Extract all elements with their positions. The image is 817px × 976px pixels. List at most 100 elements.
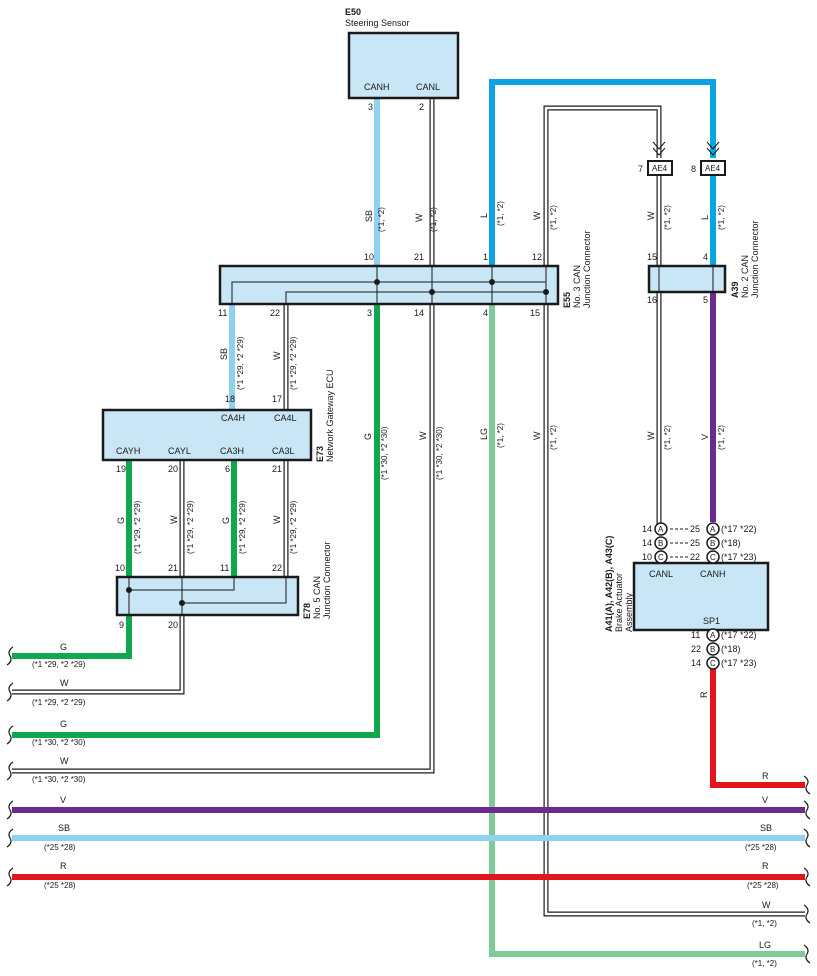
- svg-text:(*1, *2): (*1, *2): [496, 423, 505, 448]
- brake-bottom-note-a: (*17 *22): [721, 630, 757, 640]
- brake-bottom-letter-a: A: [710, 631, 716, 640]
- e73-pin20: 20: [168, 464, 178, 474]
- a39-code: A39: [730, 281, 740, 298]
- e78-pin21: 21: [168, 563, 178, 573]
- svg-text:(*1, *2): (*1, *2): [377, 207, 386, 232]
- svg-text:G: G: [221, 517, 231, 524]
- wire-w-e55-ae4-inner: [544, 106, 661, 266]
- e78-pin20: 20: [168, 620, 178, 630]
- wire-label-l-e55: L (*1, *2): [479, 201, 505, 226]
- svg-text:W: W: [646, 431, 656, 440]
- brake-top-left-a: 14: [642, 524, 652, 534]
- wire-g-e78-lead1: [12, 615, 132, 659]
- e73-pin-cayl: CAYL: [168, 446, 191, 456]
- e73-pin-ca3h: CA3H: [220, 446, 244, 456]
- svg-text:(*1, *2): (*1, *2): [496, 201, 505, 226]
- brake-top-left-b: 14: [642, 538, 652, 548]
- brake-bottom-row-a: 11 A (*17 *22): [691, 628, 757, 642]
- wire-label-w-e73-21: W (*1 *29, *2 *29): [272, 500, 298, 554]
- e55-code: E55: [562, 292, 572, 308]
- svg-text:L: L: [479, 213, 489, 218]
- e78-junction-connector: 10 21 11 22 9 20 E78 No. 5 CAN Junction …: [115, 541, 332, 630]
- brake-top-row-b: 14 B 25 B (*18): [642, 536, 741, 550]
- bus-r-note-right: (*25 *28): [747, 881, 779, 890]
- svg-text:G: G: [363, 433, 373, 440]
- bus-sb-label-left: SB: [58, 823, 70, 833]
- bus-v-label-left: V: [60, 795, 66, 805]
- ae4-pin7: 7: [638, 164, 643, 174]
- brake-top-left-c: 10: [642, 552, 652, 562]
- right-lead-w-note: (*1, *2): [752, 919, 777, 928]
- left-lead-3-color: G: [60, 719, 67, 729]
- svg-text:(*1 *30, *2 *30): (*1 *30, *2 *30): [380, 426, 389, 480]
- e55-pin4: 4: [483, 308, 488, 318]
- brake-top-note-c: (*17 *23): [721, 552, 757, 562]
- e73-pin-cayh: CAYH: [116, 446, 140, 456]
- wire-label-w-e50: W (*1, *2): [414, 207, 438, 232]
- right-lead-lg-note: (*1, *2): [752, 959, 777, 968]
- brake-bottom-note-c: (*17 *23): [721, 658, 757, 668]
- brake-bottom-num-a: 11: [691, 630, 700, 640]
- svg-text:SB: SB: [364, 210, 374, 222]
- e55-name2: Junction Connector: [582, 230, 592, 308]
- left-lead-4-color: W: [60, 756, 69, 766]
- e50-steering-sensor: E50 Steering Sensor CANH CANL 3 2: [345, 7, 460, 112]
- svg-text:(*1 *29, *2 *29): (*1 *29, *2 *29): [238, 500, 247, 554]
- e55-pin22: 22: [270, 308, 280, 318]
- e50-code: E50: [345, 7, 361, 17]
- brake-top-letter-a-right: A: [710, 525, 716, 534]
- wire-layer: [12, 79, 805, 957]
- wire-label-g-e55-3: G (*1 *30, *2 *30): [363, 426, 389, 480]
- wire-label-g-e73-19: G (*1 *29, *2 *29): [116, 500, 142, 554]
- a39-pin4: 4: [703, 252, 708, 262]
- wire-label-g-e73-6: G (*1 *29, *2 *29): [221, 500, 247, 554]
- brake-bottom-row-b: 22 B (*18): [691, 642, 741, 656]
- e73-name: Network Gateway ECU: [325, 369, 335, 462]
- e50-name: Steering Sensor: [345, 18, 410, 28]
- wire-w-e55-lead4-inner: [12, 304, 434, 773]
- left-lead-1-note: (*1 *29, *2 *29): [32, 660, 86, 669]
- brake-top-right-b: 25: [690, 538, 700, 548]
- svg-text:LG: LG: [479, 428, 489, 440]
- svg-text:(*1 *29, *2 *29): (*1 *29, *2 *29): [289, 500, 298, 554]
- bus-r-label-left: R: [60, 861, 67, 871]
- a39-name1: No. 2 CAN: [740, 255, 750, 298]
- e55-pin21: 21: [414, 252, 424, 262]
- left-lead-4-note: (*1 *30, *2 *30): [32, 775, 86, 784]
- bus-r-label-right: R: [762, 861, 769, 871]
- ae4-pin8: 8: [691, 164, 696, 174]
- left-lead-2-color: W: [60, 678, 69, 688]
- svg-text:(*1, *2): (*1, *2): [549, 205, 558, 230]
- e50-pin2: 2: [419, 102, 424, 112]
- e73-pin18: 18: [225, 394, 235, 404]
- a39-pin5: 5: [703, 295, 708, 305]
- brake-top-row-c: 10 C 22 C (*17 *23): [642, 550, 757, 564]
- ae4-connector-right: AE4 8: [691, 141, 726, 176]
- ae4-connector-left: AE4 7: [638, 141, 673, 176]
- brake-bottom-num-c: 14: [691, 658, 701, 668]
- e55-pin12: 12: [532, 252, 542, 262]
- svg-text:(*1, *2): (*1, *2): [717, 205, 726, 230]
- a39-junction-connector: 15 4 16 5 A39 No. 2 CAN Junction Connect…: [647, 220, 760, 305]
- e78-name1: No. 5 CAN: [312, 576, 322, 619]
- brake-pin-sp1: SP1: [703, 616, 720, 626]
- brake-top-letter-c-left: C: [658, 553, 664, 562]
- brake-actuator-assembly: CANL CANH SP1 A41(A), A42(B), A43(C) Bra…: [604, 522, 770, 670]
- wire-label-v-a39-5: V (*1, *2): [700, 425, 726, 450]
- e73-pin17: 17: [272, 394, 282, 404]
- e73-pin6: 6: [225, 464, 230, 474]
- wire-label-w-a39-16: W (*1, *2): [646, 425, 672, 450]
- brake-bottom-letter-b: B: [710, 645, 715, 654]
- wire-lg-e55-right: [489, 304, 805, 957]
- wire-label-sb-e50: SB (*1, *2): [364, 207, 386, 232]
- brake-pin-canl: CANL: [649, 569, 673, 579]
- wire-label-w-e73-20: W (*1 *29, *2 *29): [169, 500, 195, 554]
- svg-text:W: W: [532, 211, 542, 220]
- svg-text:(*1 *30, *2 *30): (*1 *30, *2 *30): [435, 426, 444, 480]
- e78-pin22: 22: [272, 563, 282, 573]
- brake-top-letter-c-right: C: [710, 553, 716, 562]
- right-lead-w-color: W: [762, 900, 771, 910]
- brake-pin-canh: CANH: [700, 569, 726, 579]
- right-lead-labels: R W (*1, *2) LG (*1, *2): [752, 771, 777, 968]
- svg-text:W: W: [414, 213, 424, 222]
